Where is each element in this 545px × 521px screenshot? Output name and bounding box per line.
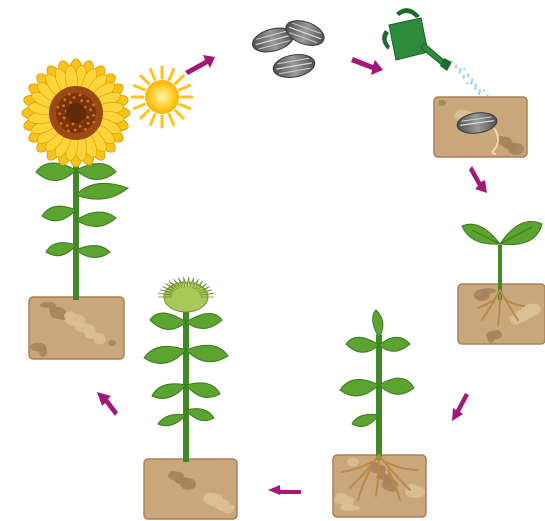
cycle-arrows [97, 55, 487, 495]
watering-can-icon [382, 8, 493, 106]
sunflower-seeds-icon [250, 16, 328, 81]
arrow-young-to-budding [268, 485, 301, 495]
arrow-seeds-to-watering [351, 57, 383, 75]
soil-block [144, 459, 237, 519]
arrow-budding-to-flowering [97, 392, 118, 416]
sun-icon [132, 67, 192, 127]
arrow-seedling-to-young-plant [452, 393, 469, 421]
soil-block [29, 297, 124, 359]
sunflower-icon [22, 59, 130, 300]
arrow-watering-to-germination [469, 166, 487, 193]
budding-plant-icon [144, 277, 228, 462]
arrow-sun-to-seeds [185, 55, 215, 75]
soil-blocks [29, 97, 545, 519]
